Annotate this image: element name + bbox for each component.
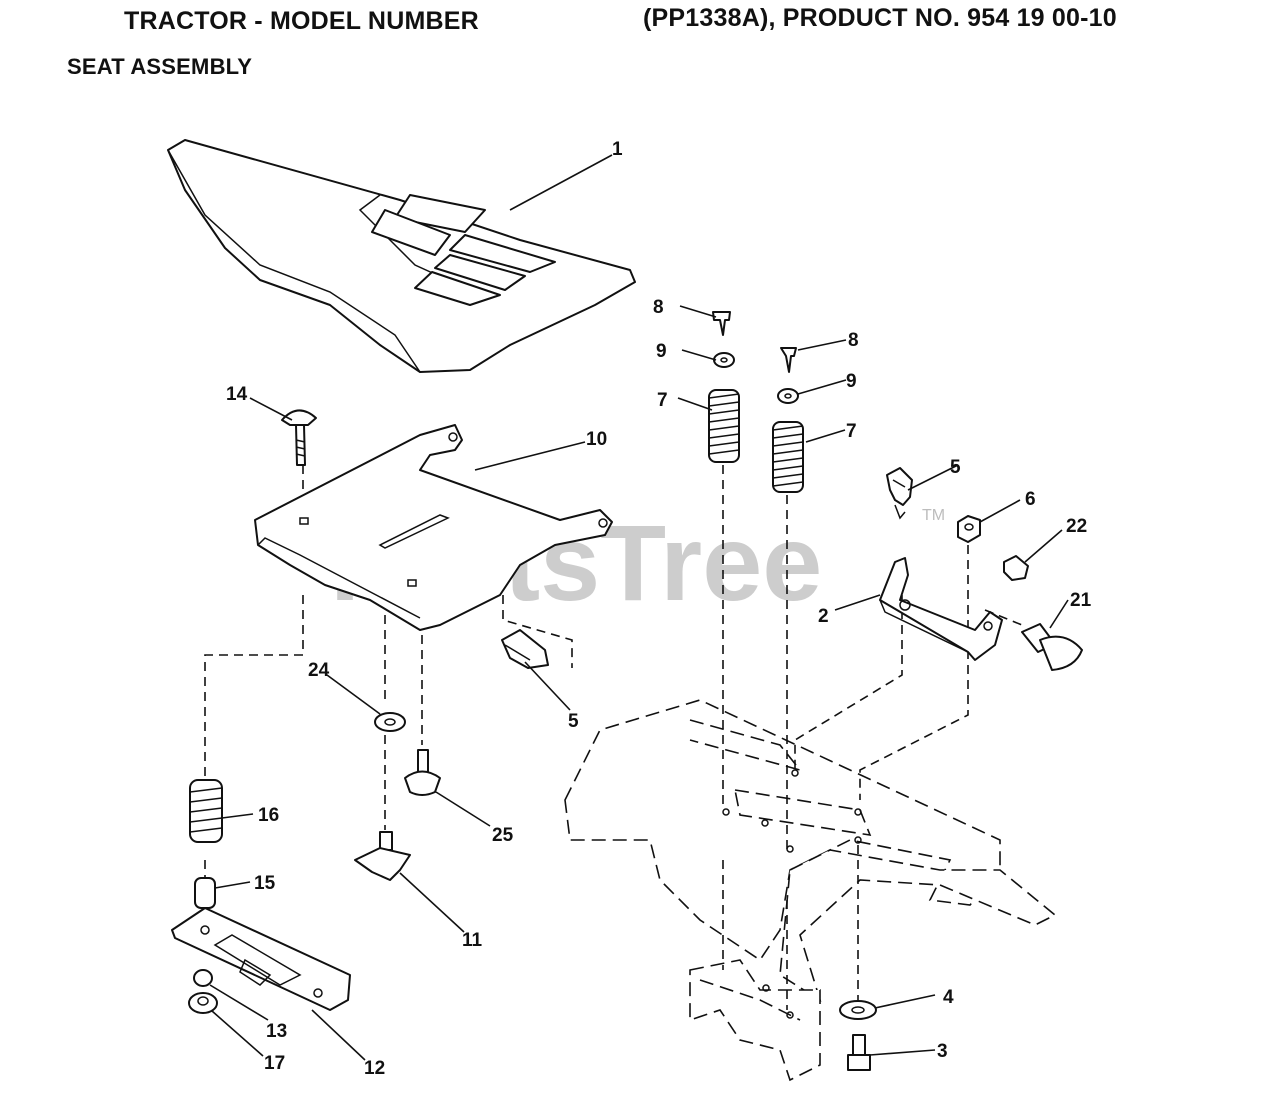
callout-11: 11: [462, 930, 483, 951]
callout-7-right: 7: [846, 421, 857, 442]
screw-8-right: [780, 347, 797, 373]
callout-4: 4: [943, 987, 954, 1008]
washer-9-right: [777, 388, 799, 404]
product-number: (PP1338A), PRODUCT NO. 954 19 00-10: [643, 4, 1117, 32]
screw-8-left: [712, 311, 731, 336]
nut-22: [1003, 555, 1029, 581]
watermark-trademark: TM: [922, 507, 945, 524]
callout-labels: 1 2 3 4 5 5 6 7 7 8 8 9 9 10 11 12 13 14…: [226, 139, 1092, 1079]
callout-12: 12: [364, 1058, 385, 1079]
callout-21: 21: [1070, 590, 1092, 611]
tractor-frame-phantom: [564, 699, 1057, 1082]
callout-24: 24: [308, 660, 330, 681]
seat-spring-7-right: [772, 421, 804, 493]
bolt-3: [847, 1034, 871, 1071]
carriage-bolt: [281, 409, 317, 466]
washer-24: [374, 712, 406, 732]
callout-8-left: 8: [653, 297, 664, 318]
seat: [167, 139, 636, 373]
callout-5-left: 5: [568, 711, 579, 732]
page-title: TRACTOR - MODEL NUMBER: [124, 7, 479, 35]
hex-nut-6: [957, 515, 981, 543]
compression-spring-16: [189, 779, 223, 843]
callout-22: 22: [1066, 516, 1087, 537]
washer-9-left: [713, 352, 735, 368]
callout-leader-lines: [209, 154, 1069, 1061]
bushing: [194, 877, 216, 909]
callout-6: 6: [1025, 489, 1036, 510]
flange-nut-17: [188, 992, 218, 1014]
callout-7-left: 7: [657, 390, 668, 411]
callout-10: 10: [586, 429, 607, 450]
callout-9-left: 9: [656, 341, 667, 362]
callout-13: 13: [266, 1021, 287, 1042]
callout-3: 3: [937, 1041, 948, 1062]
mounting-plate: [171, 907, 351, 1011]
adjustment-knob: [354, 831, 411, 881]
section-title: SEAT ASSEMBLY: [67, 54, 253, 79]
callout-17: 17: [264, 1053, 285, 1074]
callout-2: 2: [818, 606, 829, 627]
callout-15: 15: [254, 873, 276, 894]
seat-clip-left: [501, 629, 549, 669]
callout-9-right: 9: [846, 371, 857, 392]
callout-8-right: 8: [848, 330, 859, 351]
seat-pan: [254, 424, 613, 631]
callout-1: 1: [612, 139, 623, 160]
assembly-guide-lines: [204, 450, 1023, 1010]
callout-5-right: 5: [950, 457, 961, 478]
callout-14: 14: [226, 384, 248, 405]
shoulder-bolt-21: [1021, 623, 1083, 671]
callout-16: 16: [258, 805, 279, 826]
seat-clip-right: [886, 467, 913, 520]
washer-4: [839, 1000, 877, 1020]
seat-spring-7-left: [708, 389, 740, 463]
hex-nut-13: [193, 969, 213, 987]
shoulder-bolt-25: [404, 749, 441, 796]
callout-25: 25: [492, 825, 514, 846]
pivot-bracket: [879, 557, 1003, 661]
